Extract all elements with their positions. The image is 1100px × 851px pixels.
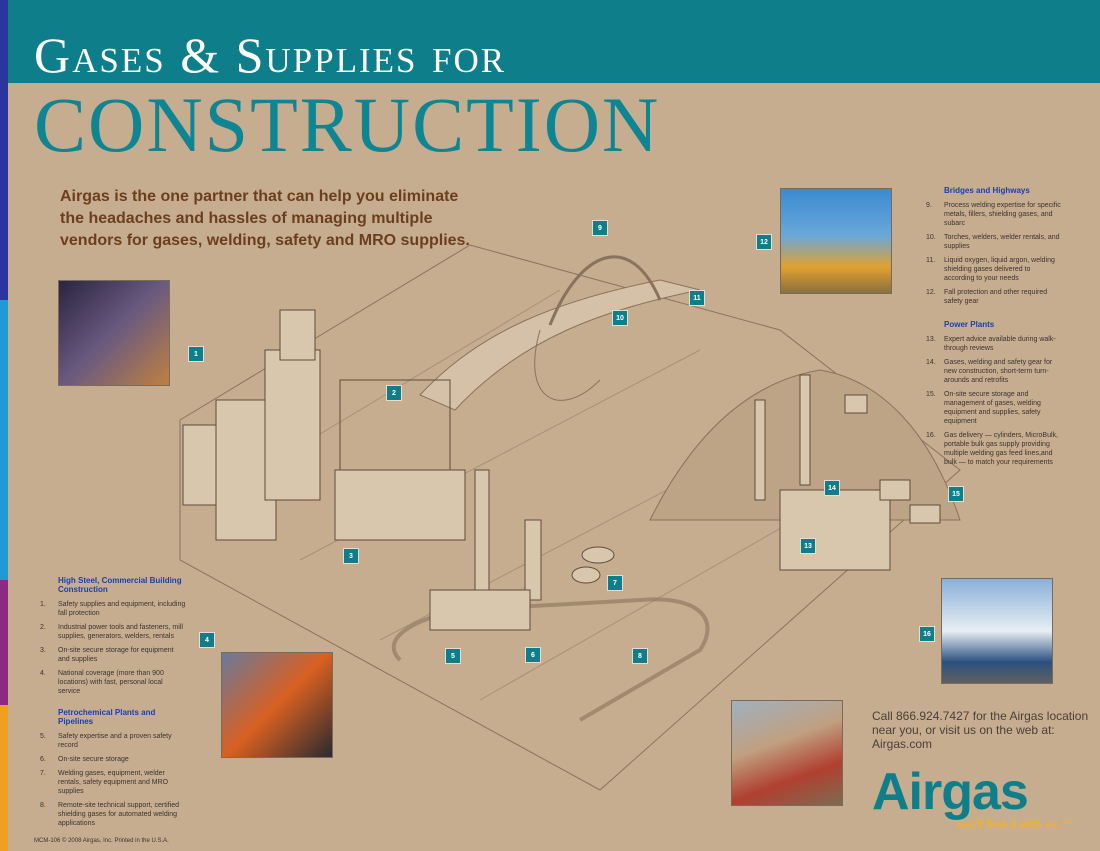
marker-14[interactable]: 14 [824, 480, 840, 496]
list-item: 10.Torches, welders, welder rentals, and… [926, 234, 1060, 250]
buildings [182, 309, 941, 631]
marker-15[interactable]: 15 [948, 486, 964, 502]
marker-6[interactable]: 6 [525, 647, 541, 663]
marker-9[interactable]: 9 [592, 220, 608, 236]
bridge-roadway [419, 279, 701, 411]
marker-3[interactable]: 3 [343, 548, 359, 564]
list-item: 7.Welding gases, equipment, welder renta… [40, 770, 169, 795]
list-item: 2.Industrial power tools and fasteners, … [40, 624, 183, 640]
list-item: 4.National coverage (more than 900 locat… [40, 670, 164, 695]
list-item: 6.On-site secure storage [40, 756, 129, 763]
list-item: 3.On-site secure storage for equipment a… [40, 647, 174, 663]
section-title: Power Plants [944, 320, 995, 329]
marker-7[interactable]: 7 [607, 575, 623, 591]
photo-pipeline [731, 700, 843, 806]
airgas-logo: Airgas [872, 763, 1029, 821]
section-title: Bridges and Highways [944, 186, 1030, 195]
intro-text: Airgas is the one partner that can help … [60, 188, 470, 249]
list-item: 13.Expert advice available during walk-t… [926, 336, 1056, 352]
section-bridges-power: Bridges and Highways 9.Process welding e… [922, 186, 1062, 472]
marker-16[interactable]: 16 [919, 626, 935, 642]
list-item: 15.On-site secure storage and management… [926, 391, 1041, 425]
list-item: 12.Fall protection and other required sa… [926, 289, 1048, 305]
photo-welder [58, 280, 170, 386]
marker-11[interactable]: 11 [689, 290, 705, 306]
marker-12[interactable]: 12 [756, 234, 772, 250]
section-title: High Steel, Commercial Building Construc… [58, 576, 182, 594]
section-title: Petrochemical Plants and Pipelines [58, 708, 156, 726]
logo-tagline: You'll find it with us.™ [955, 819, 1072, 831]
marker-13[interactable]: 13 [800, 538, 816, 554]
photo-bulk-gas-trailer [941, 578, 1053, 684]
marker-1[interactable]: 1 [188, 346, 204, 362]
edge-stripe-purple [0, 580, 8, 705]
marker-8[interactable]: 8 [632, 648, 648, 664]
list-item: 1.Safety supplies and equipment, includi… [40, 601, 186, 617]
list-item: 11.Liquid oxygen, liquid argon, welding … [926, 257, 1055, 282]
contact-text: Call 866.924.7427 for the Airgas locatio… [872, 709, 1089, 751]
list-item: 8.Remote-site technical support, certifi… [40, 802, 179, 827]
list-item: 9.Process welding expertise for specific… [926, 202, 1061, 227]
edge-stripe-blue [0, 0, 8, 300]
title-line-2: CONSTRUCTION [34, 81, 661, 168]
road-loop [534, 329, 601, 401]
header-band [8, 0, 1100, 83]
footer-copyright: MCM-106 © 2008 Airgas, Inc. Printed in t… [34, 838, 169, 844]
marker-2[interactable]: 2 [386, 385, 402, 401]
marker-10[interactable]: 10 [612, 310, 628, 326]
section-high-steel: High Steel, Commercial Building Construc… [36, 576, 186, 833]
list-item: 5.Safety expertise and a proven safety r… [40, 733, 172, 749]
list-item: 16.Gas delivery — cylinders, MicroBulk, … [926, 432, 1058, 466]
list-item: 14.Gases, welding and safety gear for ne… [926, 359, 1053, 384]
marker-4[interactable]: 4 [199, 632, 215, 648]
title-line-1: Gases & Supplies for [34, 27, 507, 83]
ground-plane [179, 244, 961, 791]
bridge-arch [548, 255, 662, 326]
marker-5[interactable]: 5 [445, 648, 461, 664]
edge-stripe-orange [0, 705, 8, 851]
edge-stripe-lightblue [0, 300, 8, 580]
photo-petrochemical-workers [221, 652, 333, 758]
photo-bridge-worker [780, 188, 892, 294]
pipeline [391, 597, 710, 722]
